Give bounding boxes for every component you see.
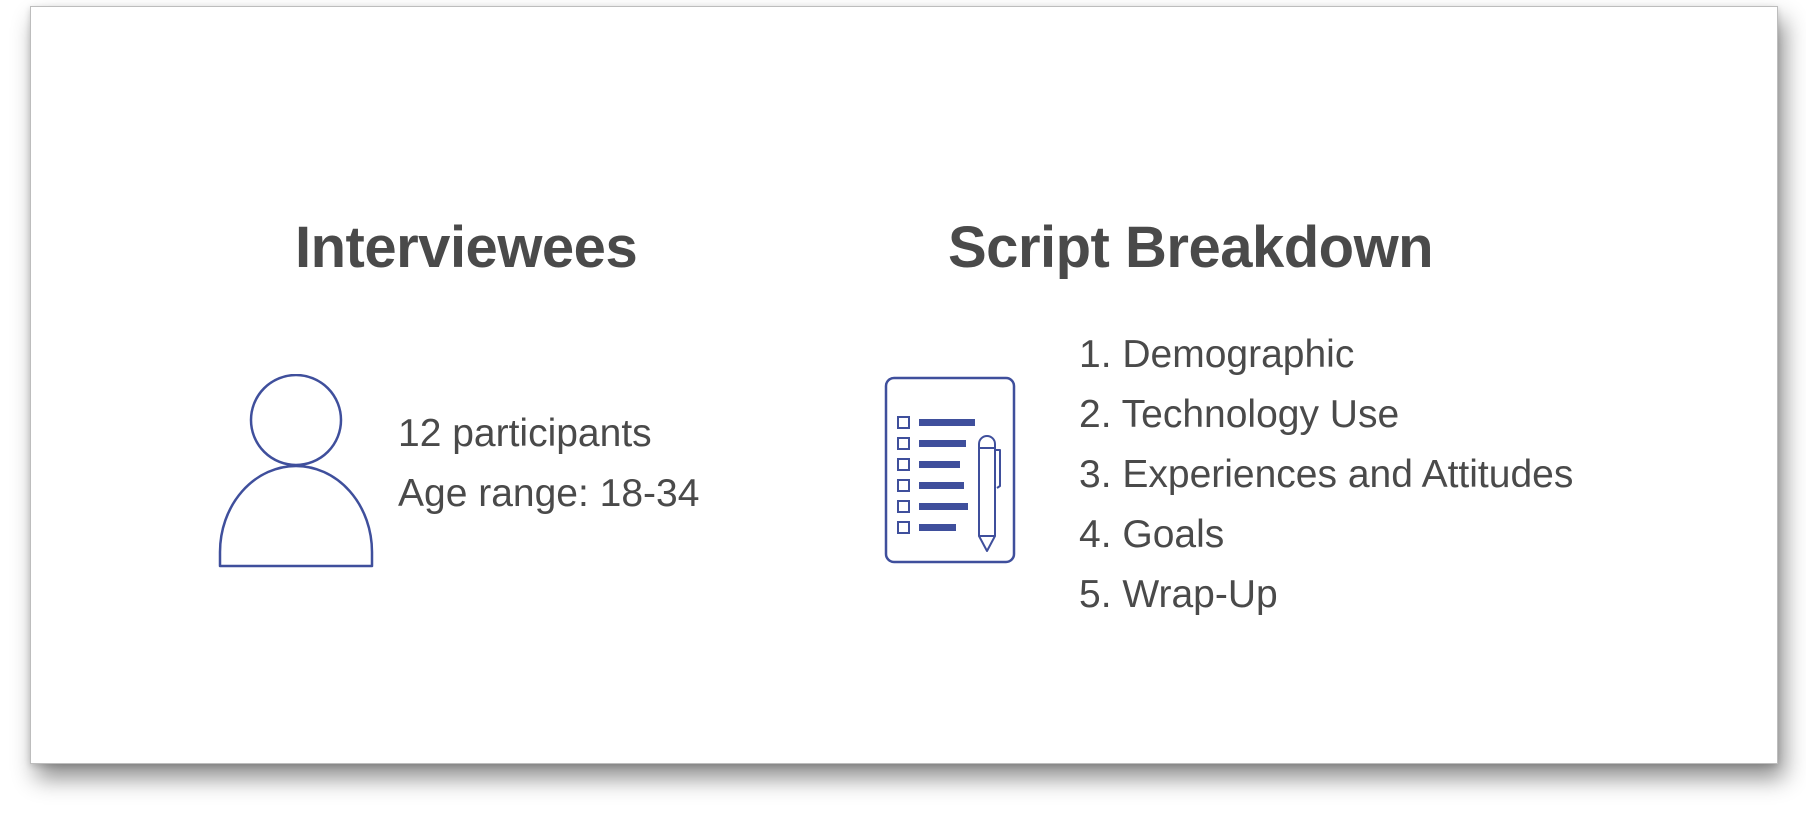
checklist-document-icon	[884, 376, 1016, 564]
list-item: 2. Technology Use	[1079, 393, 1400, 436]
script-breakdown-heading: Script Breakdown	[948, 215, 1434, 280]
list-item: 1. Demographic	[1079, 333, 1355, 376]
list-item: 4. Goals	[1079, 513, 1225, 556]
list-item: 5. Wrap-Up	[1079, 573, 1278, 616]
slide-card: Interviewees Script Breakdown 12 partici…	[30, 6, 1778, 764]
person-icon	[218, 374, 374, 568]
list-item: 3. Experiences and Attitudes	[1079, 453, 1574, 496]
script-breakdown-list: 1. Demographic 2. Technology Use 3. Expe…	[1079, 325, 1573, 625]
interviewees-info: 12 participants Age range: 18-34	[398, 404, 699, 524]
participants-count: 12 participants	[398, 412, 652, 455]
interviewees-heading: Interviewees	[295, 215, 638, 280]
age-range: Age range: 18-34	[398, 472, 700, 515]
